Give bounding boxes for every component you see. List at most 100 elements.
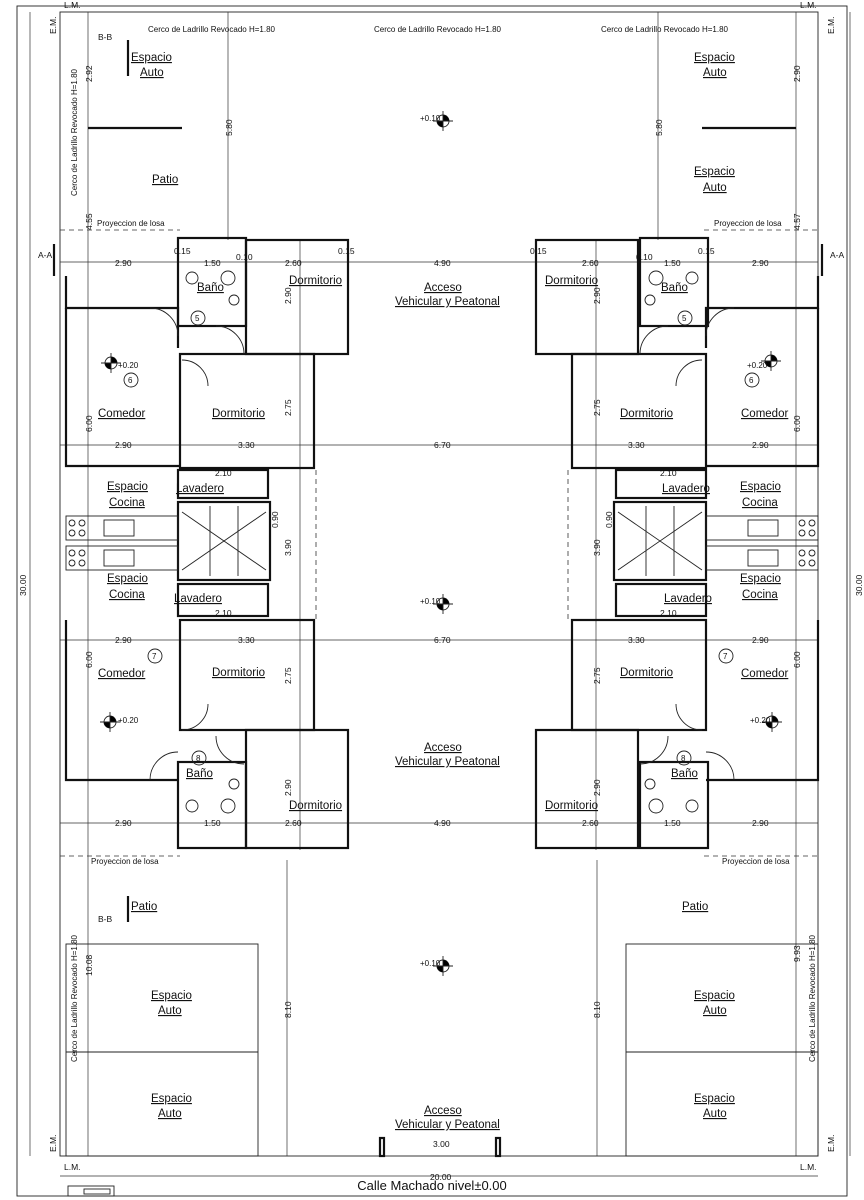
- dim-290-b: 2.90: [752, 258, 769, 268]
- dim-810-a: 8.10: [283, 1001, 293, 1018]
- dim-260-d: 2.60: [582, 818, 599, 828]
- label-espacio-bottom-left-b: Espacio: [151, 1093, 192, 1105]
- label-comedor-6-left: Comedor: [98, 408, 145, 420]
- label-auto-bottom-left-a: Auto: [158, 1005, 182, 1017]
- label-vehicular-bottom: Vehicular y Peatonal: [395, 1119, 500, 1131]
- unit-number-6-left: 6: [128, 376, 133, 385]
- fence-label-right-bottom: Cerco de Ladrillo Revocado H=1.80: [808, 934, 817, 1062]
- dim-290-v4: 2.90: [283, 779, 293, 796]
- section-aa-left: A-A: [38, 250, 53, 260]
- dim-290-e: 2.90: [115, 635, 132, 645]
- dim-150-b: 1.50: [664, 258, 681, 268]
- em-label-tr: E.M.: [826, 17, 836, 34]
- lm-label-tl: L.M.: [64, 0, 81, 10]
- label-acceso-middle: Acceso: [424, 742, 462, 754]
- dim-600-a: 6.00: [84, 415, 94, 432]
- dim-015-b: 0.15: [338, 246, 355, 256]
- right-kitchen-block: [612, 468, 819, 618]
- room-labels: Espacio Auto Espacio Auto Patio Espacio …: [91, 52, 790, 1131]
- dim-290-v3: 2.90: [592, 287, 602, 304]
- dim-330-d: 3.30: [628, 635, 645, 645]
- dim-993: 9.93: [792, 945, 802, 962]
- label-comedor-6-right: Comedor: [741, 408, 788, 420]
- dim-490-b: 4.90: [434, 818, 451, 828]
- level-text-right-7: +0.20: [750, 716, 771, 725]
- section-bb-bottom: B-B: [98, 914, 113, 924]
- label-auto-bottom-right-b: Auto: [703, 1108, 727, 1120]
- label-proyeccion-top-right: Proyeccion de losa: [714, 219, 782, 228]
- dim-010-a: 0.10: [236, 252, 253, 262]
- patio-walls-top: [60, 126, 818, 857]
- lm-label-br: L.M.: [800, 1162, 817, 1172]
- label-dormitorio-5a-left: Dormitorio: [289, 275, 342, 287]
- label-comedor-7-right: Comedor: [741, 668, 788, 680]
- dim-015-c: 0.15: [530, 246, 547, 256]
- fence-label-left-top: Cerco de Ladrillo Revocado H=1.80: [70, 68, 79, 196]
- label-auto-bottom-left-b: Auto: [158, 1108, 182, 1120]
- dim-670-b: 6.70: [434, 635, 451, 645]
- dim-580-b: 5.80: [654, 119, 664, 136]
- dim-090-b: 0.90: [604, 511, 614, 528]
- dim-150-a: 1.50: [204, 258, 221, 268]
- unit-number-7-left: 7: [152, 652, 157, 661]
- label-patio-bottom-right: Patio: [682, 901, 708, 913]
- dim-010-b: 0.10: [636, 252, 653, 262]
- label-dormitorio-6-left: Dormitorio: [212, 408, 265, 420]
- label-proyeccion-bottom-left: Proyeccion de losa: [91, 857, 159, 866]
- site-boundary: [59, 11, 819, 1157]
- scale-bar-inner: [83, 1188, 111, 1195]
- dim-210-d: 2.10: [660, 608, 677, 618]
- level-text-mid: +0.10: [420, 597, 441, 606]
- label-auto-top-left: Auto: [140, 67, 164, 79]
- label-dormitorio-8-left: Dormitorio: [289, 800, 342, 812]
- dim-290-g: 2.90: [115, 818, 132, 828]
- label-dormitorio-8-right: Dormitorio: [545, 800, 598, 812]
- dim-580-a: 5.80: [224, 119, 234, 136]
- label-proyeccion-bottom-right: Proyeccion de losa: [722, 857, 790, 866]
- scale-bar: [67, 1185, 115, 1197]
- dim-210-b: 2.10: [660, 468, 677, 478]
- dim-275-c: 2.75: [283, 667, 293, 684]
- label-proyeccion-top-left: Proyeccion de losa: [97, 219, 165, 228]
- label-lavadero-upper-left: Lavadero: [176, 483, 224, 495]
- dim-260-b: 2.60: [582, 258, 599, 268]
- level-marker-mid: [433, 594, 453, 614]
- label-acceso-upper: Acceso: [424, 282, 462, 294]
- dim-390-a: 3.90: [283, 539, 293, 556]
- label-cocina-upper-left: Cocina: [109, 497, 145, 509]
- em-label-tl: E.M.: [48, 17, 58, 34]
- label-dormitorio-6-right: Dormitorio: [620, 408, 673, 420]
- level-marker-left-7: [100, 712, 120, 732]
- left-lower-unit: [64, 618, 350, 850]
- dim-290-v5: 2.90: [592, 779, 602, 796]
- dim-total-depth-right: 30.00: [854, 574, 864, 596]
- dim-490-a: 4.90: [434, 258, 451, 268]
- dim-600-c: 6.00: [84, 651, 94, 668]
- fence-label-top-left: Cerco de Ladrillo Revocado H=1.80: [148, 25, 276, 34]
- label-espacio-bottom-right-b: Espacio: [694, 1093, 735, 1105]
- bottom-parking: [65, 943, 819, 1158]
- dim-290-h: 2.90: [752, 818, 769, 828]
- dim-292: 2.92: [84, 65, 94, 82]
- dim-275-b: 2.75: [592, 399, 602, 416]
- page-frame: [16, 5, 848, 1197]
- dim-260-a: 2.60: [285, 258, 302, 268]
- dim-275-a: 2.75: [283, 399, 293, 416]
- dim-330-c: 3.30: [238, 635, 255, 645]
- label-espacio-top-right: Espacio: [694, 52, 735, 64]
- dim-090-a: 0.90: [270, 511, 280, 528]
- dim-455: 4.55: [84, 213, 94, 230]
- dim-290-c: 2.90: [115, 440, 132, 450]
- level-marker-top: [433, 111, 453, 131]
- label-cocina-lower-left: Cocina: [109, 589, 145, 601]
- fence-label-top-center: Cerco de Ladrillo Revocado H=1.80: [374, 25, 502, 34]
- dim-015-d: 0.15: [698, 246, 715, 256]
- label-bano-8-left: Baño: [186, 768, 213, 780]
- unit-number-7-right: 7: [723, 652, 728, 661]
- level-marker-right-7: [762, 712, 782, 732]
- label-auto-bottom-right-a: Auto: [703, 1005, 727, 1017]
- label-vehicular-middle: Vehicular y Peatonal: [395, 756, 500, 768]
- dim-390-b: 3.90: [592, 539, 602, 556]
- label-espacio-bottom-left-a: Espacio: [151, 990, 192, 1002]
